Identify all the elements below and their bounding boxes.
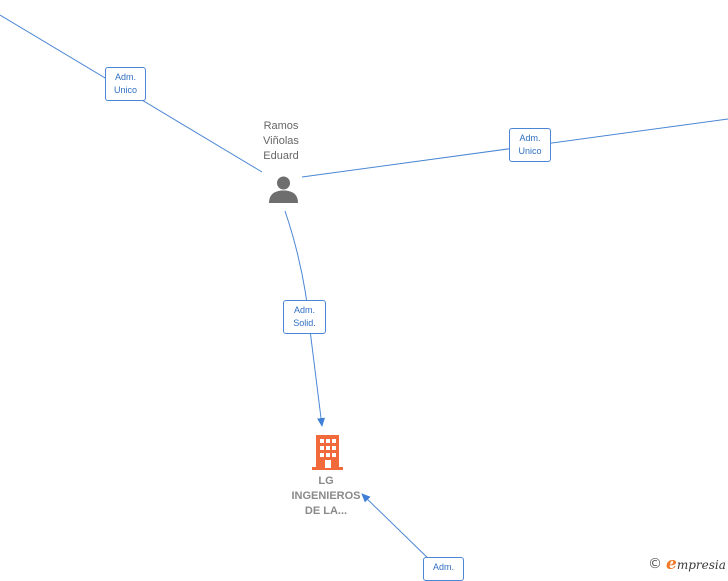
person-icon[interactable] — [268, 175, 299, 204]
edge-label-text: Unico — [518, 146, 542, 156]
company-name-line: DE LA... — [304, 505, 348, 517]
edge-label-text: Unico — [113, 85, 137, 95]
person-name-line: Eduard — [263, 150, 299, 162]
edge-line-bottom — [361, 493, 437, 567]
person-name-line: Ramos — [263, 120, 299, 132]
person-name-line: Viñolas — [263, 135, 299, 147]
edge-label-text: Solid. — [293, 318, 316, 328]
empresia-logo: © empresia — [648, 553, 726, 575]
brand-initial: e — [666, 554, 677, 574]
copyright-symbol: © — [648, 556, 662, 572]
brand-name: mpresia — [676, 558, 726, 572]
edge-label-text: Adm. — [114, 72, 136, 82]
edge-label-top-left[interactable]: Adm. Unico — [105, 67, 146, 101]
edge-label-right[interactable]: Adm. Unico — [509, 128, 551, 162]
edge-label-bottom[interactable]: Adm. — [423, 557, 464, 581]
edge-label-text: Adm. — [432, 562, 454, 572]
person-node-label[interactable]: Ramos Viñolas Eduard — [241, 119, 321, 164]
company-node-label[interactable]: LG INGENIEROS DE LA... — [276, 474, 376, 519]
company-name-line: INGENIEROS — [291, 490, 361, 502]
edge-label-text: Adm. — [293, 305, 315, 315]
edge-label-text: Adm. — [519, 133, 541, 143]
edge-label-person-company[interactable]: Adm. Solid. — [283, 300, 326, 334]
building-icon[interactable] — [311, 434, 344, 470]
company-name-line: LG — [318, 475, 334, 487]
